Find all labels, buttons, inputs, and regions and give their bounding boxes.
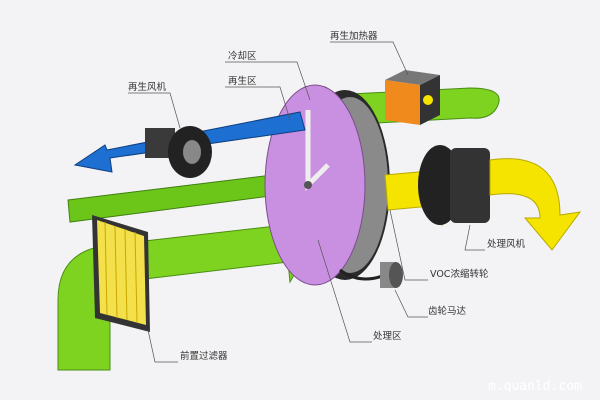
regen-heater <box>385 70 440 125</box>
label-regen-zone: 再生区 <box>228 76 257 87</box>
label-process-zone: 处理区 <box>373 331 402 342</box>
leader-lines <box>128 41 485 363</box>
watermark: m.quanld.com <box>488 379 582 394</box>
label-voc-rotor: VOC浓缩转轮 <box>430 269 489 280</box>
prefilter <box>92 215 150 332</box>
regen-fan <box>145 126 212 178</box>
label-cooling-zone: 冷却区 <box>228 51 257 62</box>
gear-motor <box>339 262 403 288</box>
label-prefilter: 前置过滤器 <box>180 351 228 362</box>
voc-rotor <box>264 84 390 286</box>
label-gear-motor: 齿轮马达 <box>428 306 467 317</box>
process-fan <box>418 145 490 225</box>
clean-air-outlet-arrow <box>489 158 582 251</box>
label-regen-fan: 再生风机 <box>128 82 167 93</box>
label-process-fan: 处理风机 <box>487 239 526 250</box>
label-heater: 再生加热器 <box>330 31 378 42</box>
